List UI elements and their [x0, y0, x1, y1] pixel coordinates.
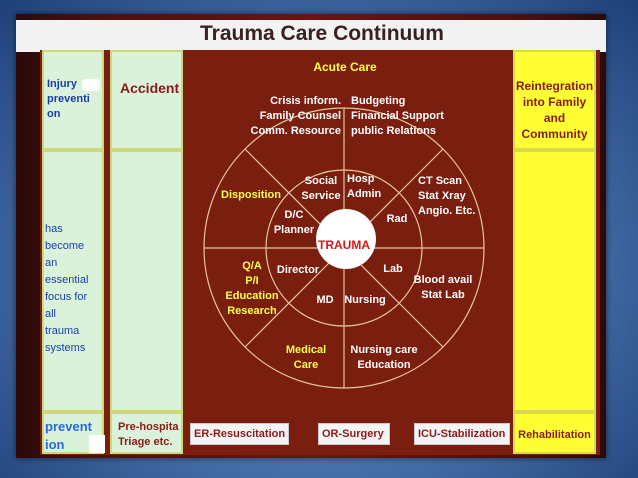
nursing: Nursing: [344, 294, 386, 306]
qa-line-4: Research: [227, 305, 277, 317]
left-mid-line-8: systems: [45, 342, 86, 354]
prehospital-line-1: Pre-hospita: [118, 421, 179, 433]
left-mid-line-1: has: [45, 223, 63, 235]
hosp-line-1: Hosp: [347, 173, 375, 185]
rehabilitation-box: Rehabilitation: [513, 412, 596, 454]
left-top-line-3: on: [47, 108, 61, 120]
crisis-line-3: Comm. Resource: [250, 125, 341, 137]
blood-line-1: Blood avail: [413, 274, 473, 286]
crisis-line-2: Family Counsel: [259, 110, 341, 122]
dc-planner: D/C Planner: [272, 208, 316, 238]
left-middle-box: has become an essential focus for all tr…: [42, 150, 104, 412]
reintegration-line-3: and: [543, 111, 566, 125]
budgeting-line-3: public Relations: [351, 125, 436, 137]
nursing-care-line-1: Nursing care: [350, 344, 418, 356]
budgeting-line-2: Financial Support: [351, 110, 444, 122]
qa-segment: Q/A P/I Education Research: [222, 259, 282, 319]
reintegration-box: Reintegration into Family and Community: [513, 50, 596, 150]
trauma-label: TRAUMA: [318, 238, 370, 252]
budgeting-line-1: Budgeting: [351, 95, 406, 107]
social-service: Social Service: [298, 174, 344, 204]
rad: Rad: [386, 213, 408, 225]
or-surgery: OR-Surgery: [318, 423, 390, 445]
left-top-line-1: Injury: [47, 78, 77, 90]
director: Director: [276, 264, 320, 276]
acute-care-label: Acute Care: [313, 60, 377, 74]
er-resuscitation: ER-Resuscitation: [190, 423, 289, 445]
dc-line-1: D/C: [284, 209, 304, 221]
nursing-care-line-2: Education: [357, 359, 411, 371]
blood-segment: Blood avail Stat Lab: [410, 273, 476, 303]
ct-line-2: Stat Xray: [418, 190, 466, 202]
medical-care-line-1: Medical: [285, 344, 327, 356]
left-top-box: Injury preventi on: [42, 50, 104, 150]
disposition-line-1: Disposition: [221, 189, 281, 201]
left-bottom-line-2: ion: [45, 437, 65, 452]
social-line-2: Service: [301, 190, 341, 202]
md: MD: [316, 294, 334, 306]
medical-care-segment: Medical Care: [278, 343, 334, 373]
blood-line-2: Stat Lab: [421, 289, 465, 301]
lab: Lab: [383, 263, 403, 275]
hosp-line-2: Admin: [347, 188, 382, 200]
accident-label: Accident: [120, 80, 180, 96]
accident-box: Accident: [110, 50, 183, 150]
prehospital-box: Pre-hospita Triage etc.: [110, 412, 183, 454]
crisis-segment: Crisis inform. Family Counsel Comm. Reso…: [237, 94, 341, 139]
crisis-line-1: Crisis inform.: [270, 95, 341, 107]
left-mid-line-7: trauma: [45, 325, 80, 337]
reintegration-line-2: into Family: [522, 95, 587, 109]
rehabilitation-label: Rehabilitation: [518, 429, 591, 441]
icu-stabilization: ICU-Stabilization: [414, 423, 510, 445]
left-mid-line-3: an: [45, 257, 58, 269]
left-bottom-box: prevent ion: [42, 412, 105, 454]
white-patch: [89, 435, 105, 453]
trauma-center: [316, 209, 376, 269]
qa-line-2: P/I: [245, 275, 259, 287]
left-mid-line-5: focus for: [45, 291, 88, 303]
medical-care-line-2: Care: [293, 359, 319, 371]
left-bottom-line-1: prevent: [45, 419, 92, 434]
reintegration-line-1: Reintegration: [515, 79, 594, 93]
qa-line-1: Q/A: [242, 260, 262, 272]
ct-line-1: CT Scan: [418, 175, 463, 187]
disposition-segment: Disposition: [216, 188, 286, 203]
left-mid-line-4: essential: [45, 274, 89, 286]
budgeting-segment: Budgeting Financial Support public Relat…: [351, 94, 461, 139]
hosp-admin: Hosp Admin: [347, 172, 387, 202]
title-banner: [16, 20, 606, 52]
ct-line-3: Angio. Etc.: [418, 205, 476, 217]
right-column: [513, 150, 596, 412]
social-line-1: Social: [304, 175, 338, 187]
accident-column: [110, 150, 183, 412]
reintegration-line-4: Community: [521, 127, 588, 141]
left-top-line-2: preventi: [47, 93, 90, 105]
left-mid-line-6: all: [45, 308, 57, 320]
white-highlight: [82, 79, 100, 91]
dc-line-2: Planner: [273, 224, 315, 236]
left-mid-line-2: become: [45, 240, 85, 252]
qa-line-3: Education: [225, 290, 279, 302]
page-title: Trauma Care Continuum: [200, 22, 444, 45]
ct-segment: CT Scan Stat Xray Angio. Etc.: [418, 174, 484, 219]
prehospital-line-2: Triage etc.: [118, 436, 173, 448]
nursing-care-segment: Nursing care Education: [346, 343, 422, 373]
